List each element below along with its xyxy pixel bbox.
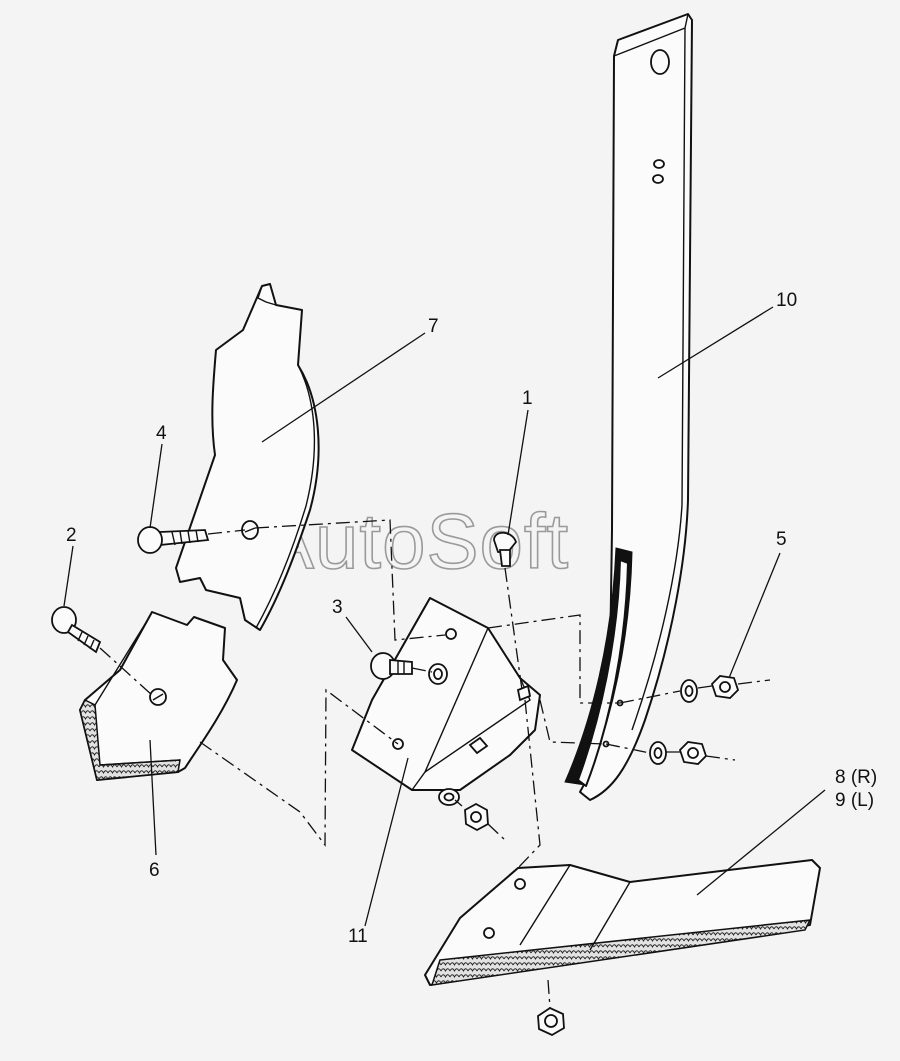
watermark-text: AutoSoft <box>262 497 569 585</box>
part-10-shank <box>564 13 693 801</box>
bolt-3 <box>370 652 448 685</box>
assembly-lines <box>99 519 771 1009</box>
callout-7: 7 <box>428 316 439 337</box>
bolt-2 <box>51 606 102 654</box>
part-11-holder <box>351 597 541 791</box>
callout-4: 4 <box>156 423 167 444</box>
part-8-9-share <box>424 859 821 986</box>
bolt-1 <box>493 531 518 567</box>
nut-washer-5-upper <box>680 675 740 703</box>
callout-1: 1 <box>522 388 533 409</box>
callout-5: 5 <box>776 529 787 550</box>
callout-2: 2 <box>66 525 77 546</box>
leader-lines <box>63 306 826 927</box>
callout-labels: 1 2 3 4 5 6 7 8 (R) 9 (L) 10 11 <box>66 290 877 947</box>
nut-share <box>537 1006 565 1037</box>
bolt-4 <box>137 526 210 554</box>
callout-11: 11 <box>348 926 368 947</box>
part-6-point <box>79 611 238 781</box>
nut-washer-5-lower <box>649 741 708 765</box>
callout-10: 10 <box>776 290 797 311</box>
callout-3: 3 <box>332 597 343 618</box>
callout-8: 8 (R) <box>835 767 877 788</box>
nut-washer-11 <box>438 788 489 832</box>
callout-6: 6 <box>149 860 160 881</box>
part-7-deflector <box>175 283 320 631</box>
callout-9: 9 (L) <box>835 790 874 811</box>
